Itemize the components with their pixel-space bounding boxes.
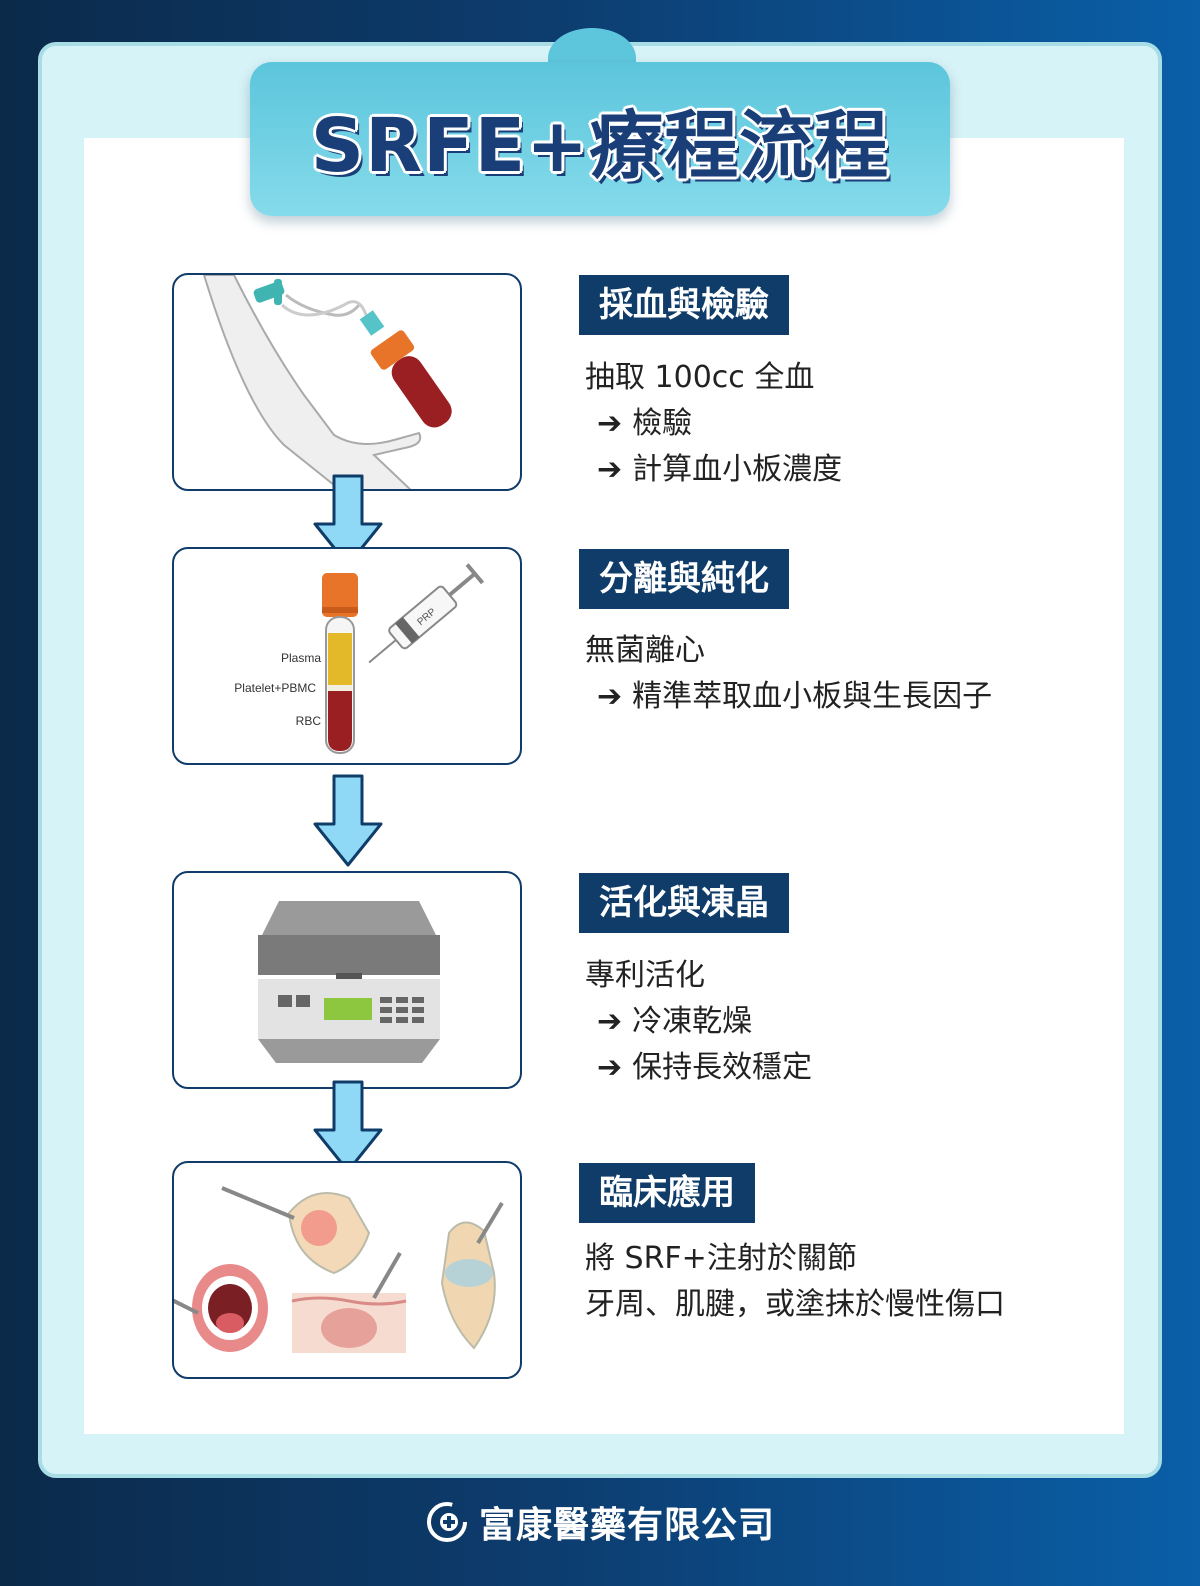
page-title: SRFE+療程流程 (310, 102, 890, 189)
clinical-application-icon (174, 1186, 504, 1353)
company-name: 富康醫藥有限公司 (478, 1505, 775, 1546)
step-4-line-2: 牙周、肌腱，或塗抹於慢性傷口 (585, 1287, 1005, 1322)
company-logo-icon (426, 1502, 467, 1542)
step-1-image (172, 273, 522, 491)
step-1-sub-2: ➔ 計算血小板濃度 (585, 447, 842, 493)
arrow-right-icon: ➔ (597, 406, 623, 441)
step-1-description: 抽取 100cc 全血 ➔ 檢驗 ➔ 計算血小板濃度 (585, 355, 842, 493)
step-1-sub-1-text: 檢驗 (632, 406, 693, 441)
step-1-sub-1: ➔ 檢驗 (585, 401, 842, 447)
step-4-line-1: 將 SRF+注射於關節 (585, 1241, 857, 1276)
footer: 富康醫藥有限公司 (0, 1494, 1200, 1550)
step-4-description: 將 SRF+注射於關節 牙周、肌腱，或塗抹於慢性傷口 (585, 1236, 1005, 1328)
step-3-image (172, 871, 522, 1089)
step-2-image: Plasma Platelet+PBMC RBC PRP (172, 547, 522, 765)
step-3-sub-1-text: 冷凍乾燥 (632, 1004, 753, 1039)
step-3-sub-2-text: 保持長效穩定 (632, 1050, 813, 1085)
step-1-label: 採血與檢驗 (579, 275, 789, 335)
step-3-description: 專利活化 ➔ 冷凍乾燥 ➔ 保持長效穩定 (585, 953, 812, 1091)
freeze-dryer-icon (258, 901, 440, 1063)
step-2-sub-1: ➔ 精準萃取血小板與生長因子 (585, 674, 992, 720)
plasma-label: Plasma (281, 651, 321, 665)
title-banner: SRFE+療程流程 (250, 62, 950, 216)
arrow-right-icon: ➔ (597, 1004, 623, 1039)
step-3-sub-2: ➔ 保持長效穩定 (585, 1045, 812, 1091)
step-4-label: 臨床應用 (579, 1163, 755, 1223)
flow-arrow-3 (312, 1080, 384, 1178)
step-1-sub-2-text: 計算血小板濃度 (632, 452, 843, 487)
flow-arrow-1 (312, 474, 384, 572)
step-3-label: 活化與凍晶 (579, 873, 789, 933)
step-2-sub-1-text: 精準萃取血小板與生長因子 (632, 679, 993, 714)
blood-draw-icon (202, 275, 452, 489)
arrow-right-icon: ➔ (597, 1050, 623, 1085)
flow-arrow-2 (312, 774, 384, 872)
platelet-label: Platelet+PBMC (234, 681, 316, 695)
arrow-right-icon: ➔ (597, 452, 623, 487)
step-1-line-1: 抽取 100cc 全血 (585, 360, 815, 395)
arrow-right-icon: ➔ (597, 679, 623, 714)
rbc-label: RBC (296, 714, 322, 728)
step-2-description: 無菌離心 ➔ 精準萃取血小板與生長因子 (585, 628, 992, 720)
step-3-line-1: 專利活化 (585, 958, 705, 993)
centrifuge-tube-icon: Plasma Platelet+PBMC RBC PRP (234, 563, 485, 754)
step-4-image (172, 1161, 522, 1379)
step-3-sub-1: ➔ 冷凍乾燥 (585, 999, 812, 1045)
step-2-line-1: 無菌離心 (585, 633, 705, 668)
step-2-label: 分離與純化 (579, 549, 789, 609)
